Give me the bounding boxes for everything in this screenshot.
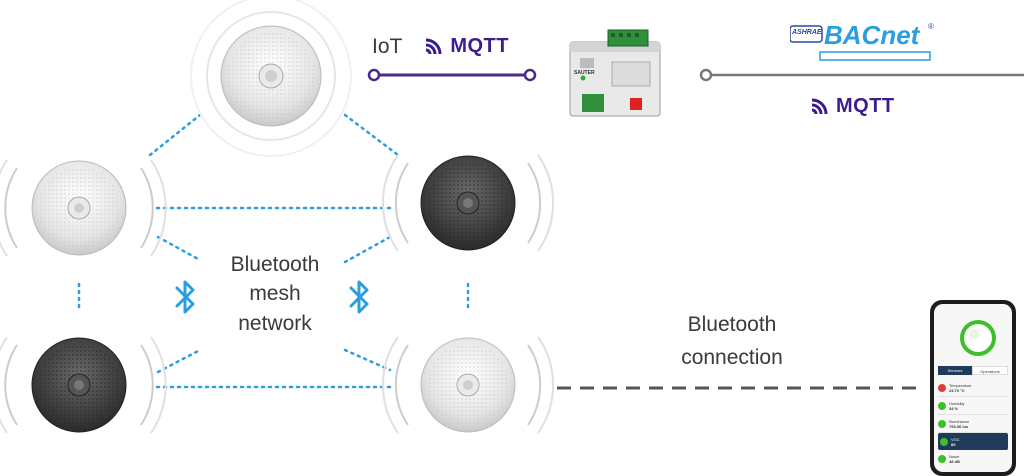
list-item[interactable]: Illuminance 793.36 lux [938,415,1008,433]
sensor-top [190,0,352,157]
mqtt-logo-right: MQTT [810,95,895,118]
row-value: 48 dB [949,458,960,464]
mesh-label-line3: network [238,311,312,335]
row-name: Temperature [949,382,972,388]
tab-operations[interactable]: Operations [972,366,1008,375]
iot-link-endpoint [367,68,381,82]
controller-brand: SAUTER [574,70,595,76]
bluetooth-icon [349,280,369,314]
tab-sensors[interactable]: Sensors [938,366,972,375]
bluetooth-connection-label: Bluetooth connection [662,309,802,374]
mqtt-signal-icon [426,38,442,54]
mqtt-text: MQTT [450,35,509,58]
ashrae-badge: ASHRAE [792,29,822,36]
mesh-label-line2: mesh [249,282,301,306]
row-name: VOC [951,436,960,442]
bacnet-link-endpoint [699,68,713,82]
controller-device: SAUTER [568,28,662,118]
connection-label-line2: connection [681,345,783,369]
mqtt-signal-icon [811,98,828,114]
smartphone: Sensors Operations Temperature 23.70 °C … [930,300,1018,476]
list-item[interactable]: Humidity 34 % [938,397,1008,415]
row-name: Illuminance [949,418,970,424]
bluetooth-icon [175,280,195,314]
bacnet-text: BACnet [824,20,920,50]
phone-tabs: Sensors Operations [938,366,1008,375]
iot-protocol-label: IoT MQTT [372,32,509,61]
status-ring [960,320,996,356]
row-value: 60 [951,441,956,447]
sensor-right-bottom [381,336,555,434]
mqtt-logo-top: MQTT [424,35,509,58]
bacnet-registered: ® [928,22,934,31]
iot-link-endpoint [523,68,537,82]
iot-label: IoT [372,35,403,58]
list-item[interactable]: Temperature 23.70 °C [938,379,1008,397]
list-item[interactable]: Noise 48 dB [938,450,1008,467]
bacnet-logo: ASHRAE BACnet ® [790,20,940,62]
sensor-left-top [0,159,167,257]
connection-label-line1: Bluetooth [687,313,777,336]
row-name: Humidity [949,400,965,406]
row-value: 793.36 lux [949,423,969,429]
row-value: 23.70 °C [949,387,965,393]
sensor-right-top [381,154,555,252]
sensor-left-bottom [0,336,167,434]
sensor-list: Temperature 23.70 °C Humidity 34 % Illum… [938,379,1008,467]
mesh-label-line1: Bluetooth [230,253,320,276]
row-name: Noise [949,453,960,459]
phone-screen: Sensors Operations Temperature 23.70 °C … [934,304,1012,472]
mqtt-text: MQTT [836,95,895,117]
list-item[interactable]: VOC 60 [938,433,1008,450]
mesh-network-label: Bluetooth mesh network [215,250,335,338]
row-value: 34 % [949,405,959,411]
